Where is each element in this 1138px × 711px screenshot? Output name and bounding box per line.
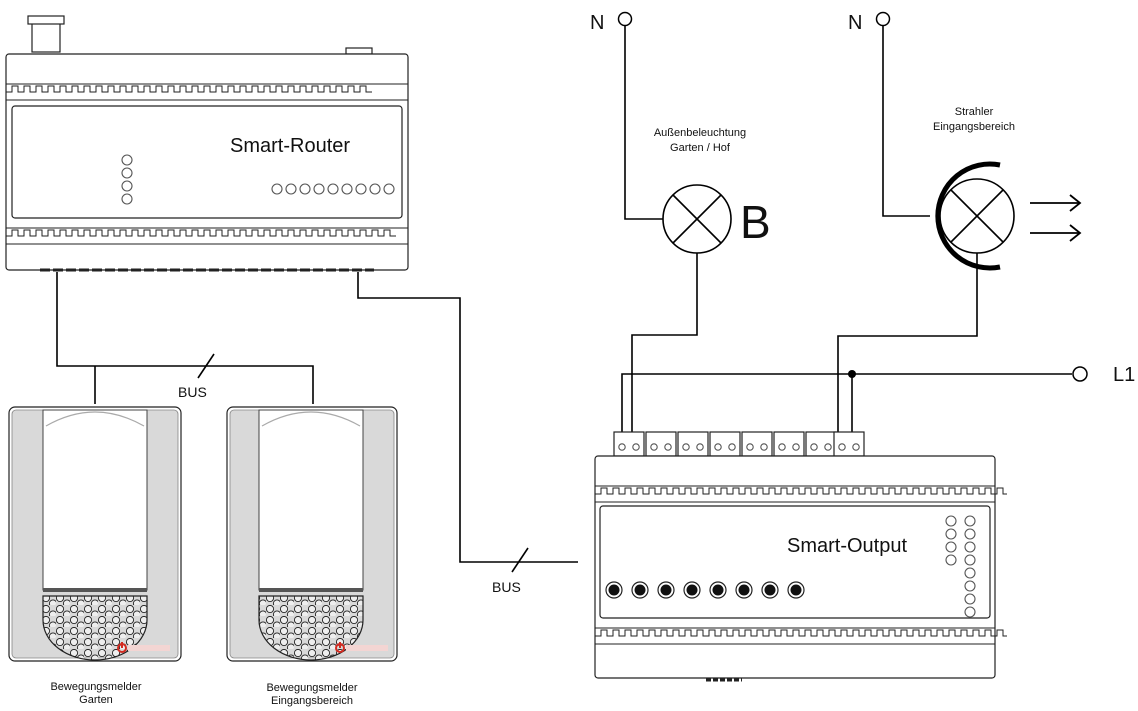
output-status-leds <box>945 515 957 566</box>
sensor-garden-label-1: Bewegungsmelder <box>50 681 141 693</box>
neutral-terminal-2 <box>875 11 891 27</box>
phase-terminal <box>1072 366 1088 382</box>
output-title: Smart-Output <box>787 535 907 557</box>
smart-router: Smart-Router <box>5 15 409 272</box>
junction-dot <box>848 370 856 378</box>
neutral-terminal-2-label: N <box>848 12 862 34</box>
sensor-bus-wiring: BUS <box>56 272 314 404</box>
outdoor-lamp-circuit: N Außenbeleuchtung Garten / Hof B <box>590 11 771 436</box>
brand-logo <box>117 642 170 653</box>
neutral-terminal-1-label: N <box>590 12 604 34</box>
router-channel-leds <box>271 183 395 195</box>
outdoor-lamp-symbol <box>662 184 732 254</box>
output-bus-label: BUS <box>492 579 521 595</box>
antenna-connector <box>31 19 61 53</box>
router-top-clip <box>345 47 373 55</box>
output-vent-bottom <box>595 629 1007 637</box>
router-title: Smart-Router <box>230 135 350 157</box>
spot-light-label-1: Strahler <box>955 106 994 118</box>
output-front-panel <box>599 505 991 619</box>
phase-l1-wiring: L1 <box>621 364 1135 436</box>
smart-output: Smart-Output <box>594 431 1007 682</box>
outdoor-lamp-tag: B <box>740 196 771 248</box>
output-channel-leds <box>964 515 976 618</box>
output-vent-top <box>595 487 1007 495</box>
router-status-leds <box>121 154 133 205</box>
router-vent-top <box>6 85 372 93</box>
output-channel-buttons <box>605 581 805 599</box>
motion-sensor-garden: Bewegungsmelder Garten <box>8 406 182 706</box>
outdoor-lamp-label-1: Außenbeleuchtung <box>654 127 746 139</box>
router-front-panel <box>11 105 403 219</box>
light-beam-arrows <box>1030 194 1082 242</box>
phase-terminal-label: L1 <box>1113 364 1135 386</box>
spot-light-symbol <box>935 161 1015 271</box>
output-bus-wiring: BUS <box>357 272 578 595</box>
spot-light-label-2: Eingangsbereich <box>933 121 1015 133</box>
motion-sensor-entrance: Bewegungsmelder Eingangsbereich <box>226 406 398 707</box>
router-vent-bottom <box>6 229 396 237</box>
output-terminal-blocks <box>613 431 865 457</box>
sensor-entrance-label-2: Eingangsbereich <box>271 695 353 707</box>
sensor-bus-label: BUS <box>178 384 207 400</box>
spot-light-circuit: N Strahler Eingangsbereich <box>837 11 1082 436</box>
sensor-entrance-label-1: Bewegungsmelder <box>266 682 357 694</box>
sensor-garden-label-2: Garten <box>79 694 113 706</box>
brand-logo <box>335 642 388 653</box>
outdoor-lamp-label-2: Garten / Hof <box>670 142 731 154</box>
neutral-terminal-1 <box>617 11 633 27</box>
